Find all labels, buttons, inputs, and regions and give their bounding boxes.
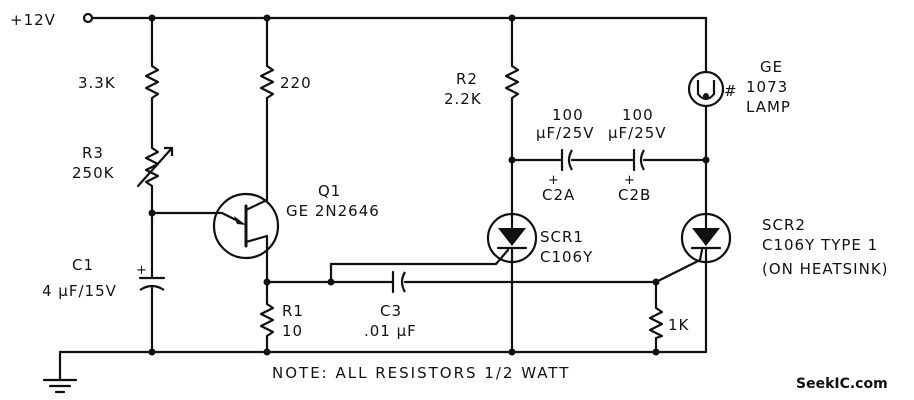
- scr1-value: C106Y: [540, 248, 593, 266]
- capacitor-c3-symbol: [391, 270, 406, 294]
- r2-ref: R2: [456, 70, 478, 88]
- c2b-polarity: +: [624, 173, 635, 188]
- c1-ref: C1: [72, 256, 94, 274]
- c3-value: .01 µF: [364, 322, 417, 340]
- scr1-symbol: [486, 212, 538, 266]
- q1-ref: Q1: [318, 182, 341, 200]
- capacitor-c1-symbol: [138, 276, 166, 291]
- q1-value: GE 2N2646: [286, 202, 380, 220]
- wire-gate2: [654, 258, 702, 284]
- c3-ref: C3: [380, 302, 402, 320]
- c2b-ref: C2B: [618, 186, 651, 204]
- c2b-value-line2: µF/25V: [608, 124, 667, 142]
- lamp-icon: [687, 70, 725, 108]
- resistor-r2-symbol: [504, 62, 520, 100]
- resistor-220-value: 220: [280, 74, 312, 92]
- r3-value: 250K: [72, 164, 115, 182]
- watermark: SeekIC.com: [796, 376, 888, 392]
- r1-ref: R1: [282, 302, 304, 320]
- r2-value: 2.2K: [444, 90, 482, 108]
- supply-terminal: [82, 12, 94, 24]
- resistor-note: NOTE: ALL RESISTORS 1/2 WATT: [272, 364, 570, 382]
- resistor-3k3-symbol: [144, 62, 160, 100]
- scr2-ref: SCR2: [762, 216, 806, 234]
- c2b-value-line1: 100: [622, 106, 654, 124]
- c1-polarity: +: [136, 263, 147, 278]
- c2a-ref: C2A: [542, 186, 575, 204]
- scr1-ref: SCR1: [540, 228, 584, 246]
- c2a-value-line2: µF/25V: [536, 124, 595, 142]
- scr2-symbol: [680, 212, 732, 264]
- r3-ref: R3: [82, 144, 104, 162]
- ujt-q1-symbol: [212, 192, 280, 260]
- lamp-line2: 1073: [746, 78, 788, 96]
- resistor-r1-symbol: [259, 300, 275, 340]
- resistor-3k3-value: 3.3K: [78, 74, 116, 92]
- lamp-line3: LAMP: [746, 98, 791, 116]
- c2a-value-line1: 100: [552, 106, 584, 124]
- c2a-polarity: +: [548, 173, 559, 188]
- resistor-1k-value: 1K: [668, 316, 690, 334]
- resistor-220-symbol: [259, 62, 275, 100]
- potentiometer-r3-symbol: [136, 144, 174, 190]
- supply-label: +12V: [10, 11, 56, 29]
- ground-symbol-icon: [42, 378, 78, 394]
- capacitor-c2b-symbol: [632, 148, 645, 172]
- c1-value: 4 µF/15V: [42, 282, 117, 300]
- scr2-note: (ON HEATSINK): [762, 260, 889, 278]
- junction-dots: [148, 14, 710, 356]
- lamp-line1: GE: [760, 58, 783, 76]
- r1-value: 10: [282, 322, 303, 340]
- scr2-value: C106Y TYPE 1: [762, 236, 878, 254]
- lamp-mark: #: [724, 82, 738, 100]
- resistor-1k-symbol: [648, 304, 664, 340]
- capacitor-c2a-symbol: [560, 148, 573, 172]
